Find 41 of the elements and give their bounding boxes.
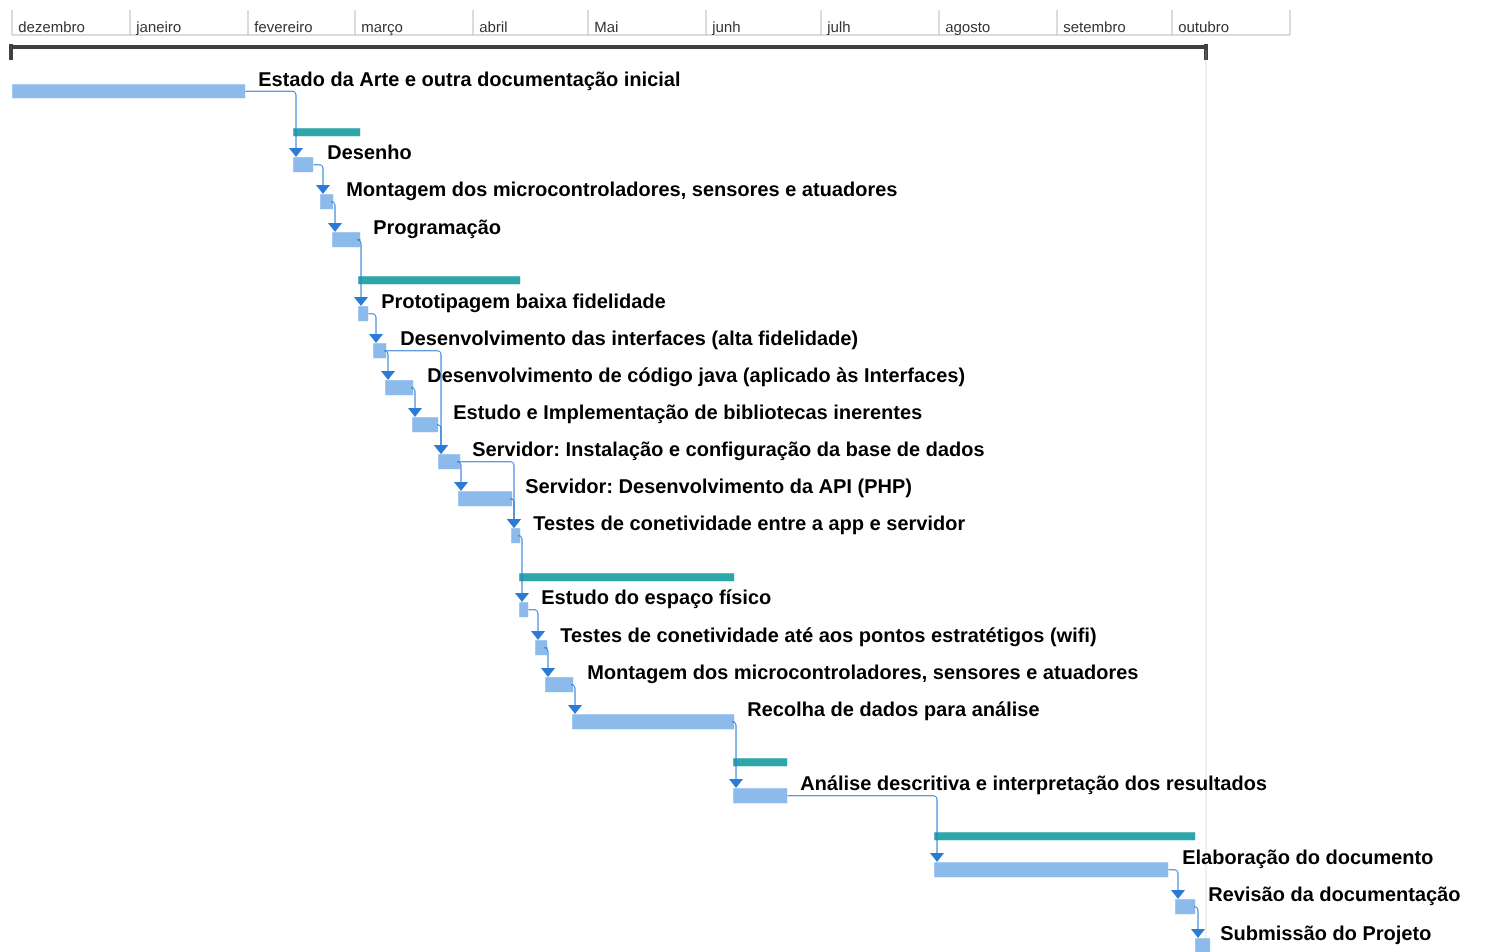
task-label: Testes de conetividade entre a app e servidor <box>533 515 965 535</box>
task-label: Recolha de dados para análise <box>748 701 1039 721</box>
summary-bar <box>293 128 361 137</box>
task-label: Servidor: Desenvolvimento da API (PHP) <box>525 478 911 498</box>
task-label: Desenvolvimento de código java (aplicado às Interfaces) <box>428 367 965 387</box>
dependency-arrow <box>367 313 384 343</box>
month-label: Mai <box>595 21 618 33</box>
task-label: Programação <box>374 219 501 239</box>
month-label: dezembro <box>18 21 85 33</box>
task-label: Servidor: Instalação e configuração da base de dados <box>472 441 984 461</box>
task-label: Estudo do espaço físico <box>542 589 771 609</box>
month-label: outubro <box>1178 21 1229 33</box>
task-label: Desenvolvimento das interfaces (alta fidelidade) <box>401 330 858 350</box>
month-label: agosto <box>945 22 990 36</box>
summary-bar <box>733 758 788 767</box>
summary-bar <box>358 276 521 285</box>
month-label: setembro <box>1063 21 1126 33</box>
month-label: julh <box>826 21 850 36</box>
dependency-arrow <box>786 795 945 862</box>
dependency-arrow <box>1167 869 1186 899</box>
dependency-arrow <box>244 90 304 157</box>
task-label: Montagem dos microcontroladores, sensores e atuadores <box>347 181 897 201</box>
month-label: fevereiro <box>254 21 312 33</box>
task-label: Elaboração do documento <box>1183 849 1433 869</box>
summary-bar <box>934 832 1196 841</box>
summary-bar <box>519 573 735 582</box>
task-label: Submissão do Projeto <box>1220 925 1431 945</box>
task-label: Prototipagem baixa fidelidade <box>382 293 666 313</box>
dependency-arrow <box>312 164 331 194</box>
task-label: Estado da Arte e outra documentação inicial <box>259 71 680 91</box>
month-label: março <box>362 23 403 36</box>
dependency-arrow <box>527 609 546 640</box>
task-label: Estudo e Implementação de bibliotecas inerentes <box>454 404 922 424</box>
task-label: Desenho <box>328 144 411 160</box>
task-label: Análise descritiva e interpretação dos resultados <box>800 775 1267 795</box>
month-label: abril <box>479 21 507 33</box>
task-label: Montagem dos microcontroladores, sensores e atuadores <box>588 664 1138 684</box>
month-label: junh <box>711 21 740 36</box>
task-label: Revisão da documentação <box>1209 886 1460 906</box>
month-label: janeiro <box>135 21 181 36</box>
task-label: Testes de conetividade até aos pontos estratétigos (wifi) <box>560 627 1096 647</box>
